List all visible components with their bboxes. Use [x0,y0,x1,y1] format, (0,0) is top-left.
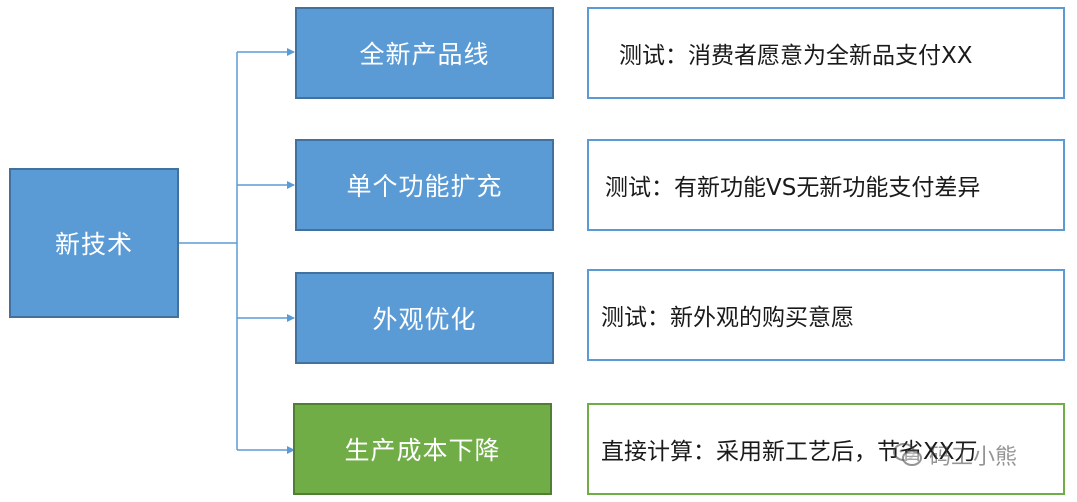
branch-node-appearance-optimization: 外观优化 [295,272,554,364]
root-node: 新技术 [9,168,179,318]
branch-node-new-product-line: 全新产品线 [295,7,554,99]
branch-node-label: 全新产品线 [359,40,490,69]
wechat-icon [893,443,922,466]
note-text: 测试：有新功能VS无新功能支付差异 [605,175,981,201]
note-box-appearance-optimization: 测试：新外观的购买意愿 [587,269,1065,361]
branch-node-cost-reduction: 生产成本下降 [293,403,552,495]
note-text: 测试：新外观的购买意愿 [601,305,854,331]
branch-node-feature-expansion: 单个功能扩充 [295,139,554,231]
watermark-text: 码工小熊 [929,445,1018,470]
note-text: 测试：消费者愿意为全新品支付XX [619,43,973,69]
branch-node-label: 生产成本下降 [344,436,501,465]
watermark: 码工小熊 [893,435,1017,475]
branch-node-label: 单个功能扩充 [346,172,503,201]
branch-node-label: 外观优化 [372,305,477,334]
note-box-new-product-line: 测试：消费者愿意为全新品支付XX [587,7,1065,99]
root-node-label: 新技术 [54,230,133,259]
note-box-feature-expansion: 测试：有新功能VS无新功能支付差异 [587,139,1065,231]
